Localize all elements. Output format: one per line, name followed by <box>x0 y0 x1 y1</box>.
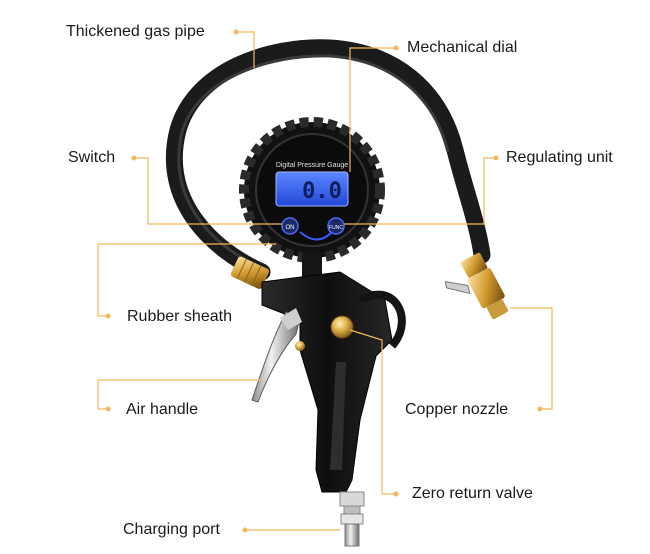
label-thickened-gas-pipe: Thickened gas pipe <box>66 23 205 40</box>
leader-lines <box>97 31 553 531</box>
handle-grip <box>330 362 346 470</box>
func-button <box>327 217 345 235</box>
trigger-pivot <box>280 308 302 330</box>
on-button-label: ON <box>286 225 295 231</box>
label-regulating-unit: Regulating unit <box>506 149 613 166</box>
label-charging-port: Charging port <box>123 521 220 538</box>
lcd-reading: 0.0 <box>302 179 342 204</box>
rear-loop <box>358 290 406 349</box>
label-air-handle: Air handle <box>126 401 199 418</box>
label-copper-nozzle: Copper nozzle <box>405 401 509 418</box>
dial-swoosh <box>299 231 333 241</box>
hose <box>165 39 491 281</box>
label-mechanical-dial: Mechanical dial <box>407 39 518 56</box>
gun-body <box>261 271 393 493</box>
lcd-screen <box>275 171 349 207</box>
charging-port-connector <box>339 491 365 547</box>
label-zero-return-valve: Zero return valve <box>412 485 533 502</box>
rubber-sheath-fitting <box>230 256 270 289</box>
hose-highlight <box>177 54 450 268</box>
label-switch: Switch <box>68 149 116 166</box>
leader-dots <box>105 29 543 533</box>
trigger <box>251 311 301 403</box>
zero-return-valve <box>330 315 354 339</box>
gauge-title: Digital Pressure Gauge <box>276 162 348 169</box>
mechanical-dial: Digital Pressure Gauge 0.0 ON FUNC <box>239 117 385 263</box>
trigger-screw <box>295 341 305 351</box>
func-button-label: FUNC <box>329 225 343 231</box>
air-chuck <box>444 252 509 320</box>
on-button <box>281 217 299 235</box>
label-rubber-sheath: Rubber sheath <box>127 308 232 325</box>
